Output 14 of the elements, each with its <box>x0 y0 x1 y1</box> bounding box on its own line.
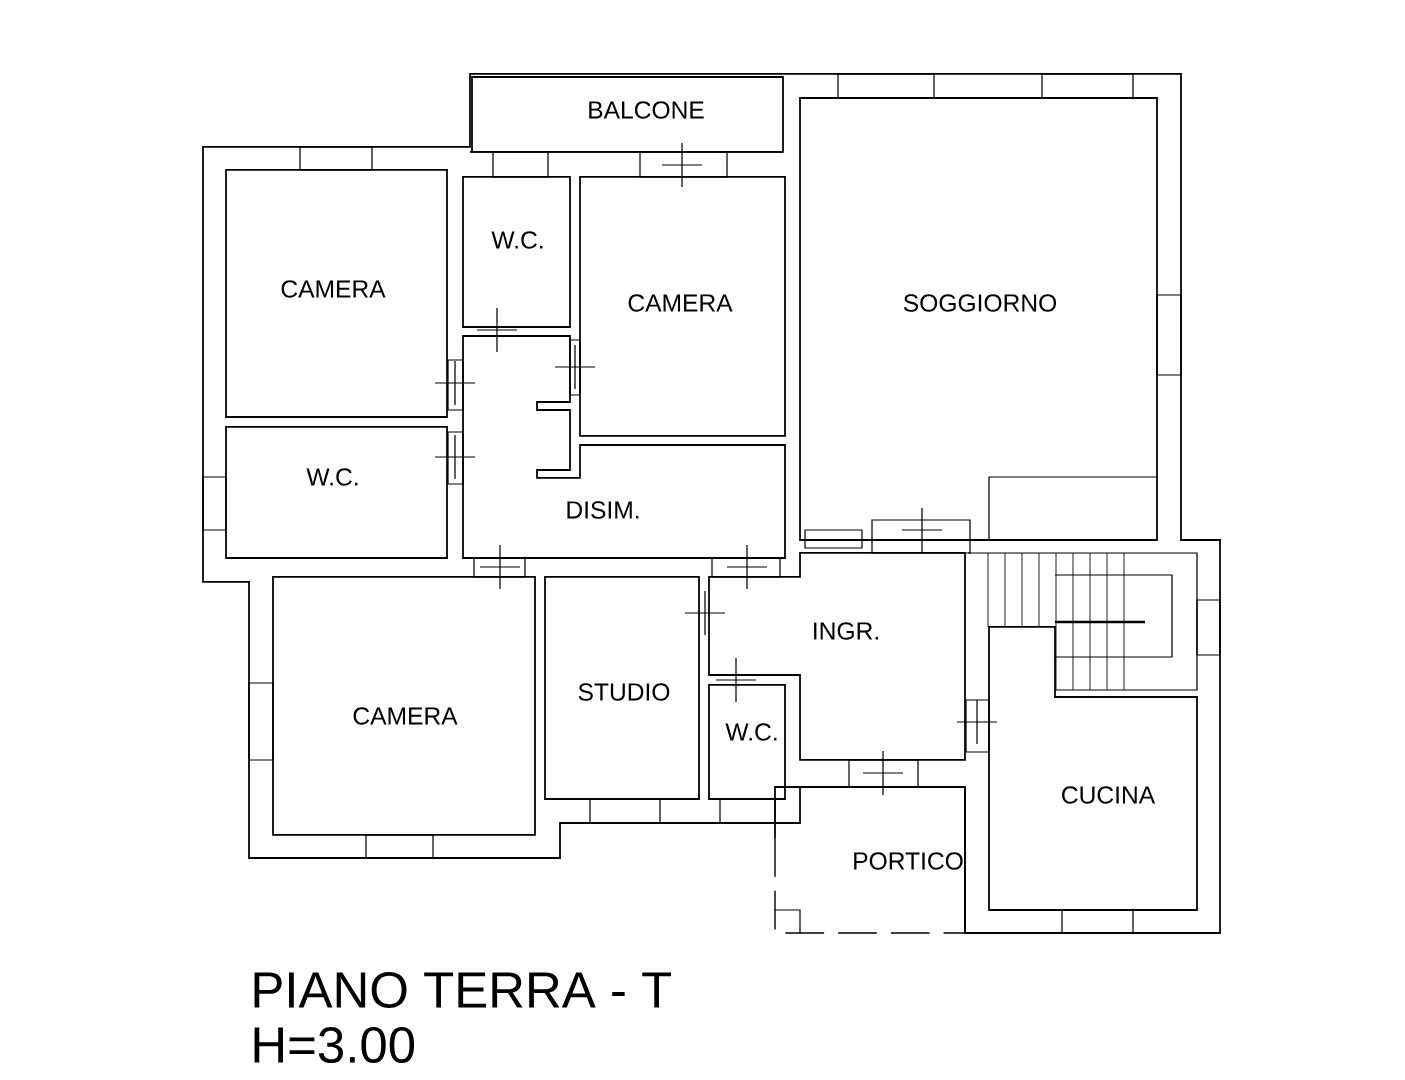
room: W.C. <box>708 684 786 800</box>
room: CAMERA <box>579 176 786 437</box>
room: PORTICO <box>774 786 966 934</box>
room: CUCINA <box>988 626 1198 911</box>
room: SOGGIORNO <box>799 97 1158 541</box>
plan-title: H=3.00 <box>254 1026 415 1064</box>
room: W.C. <box>462 176 571 328</box>
room: DISIM. <box>462 335 786 559</box>
plan-title: PIANO TERRA - T <box>254 971 672 1009</box>
room: W.C. <box>225 426 448 559</box>
room: CAMERA <box>225 169 448 418</box>
room: CAMERA <box>272 576 536 836</box>
room: STUDIO <box>544 576 700 800</box>
room: BALCONE <box>471 76 784 153</box>
